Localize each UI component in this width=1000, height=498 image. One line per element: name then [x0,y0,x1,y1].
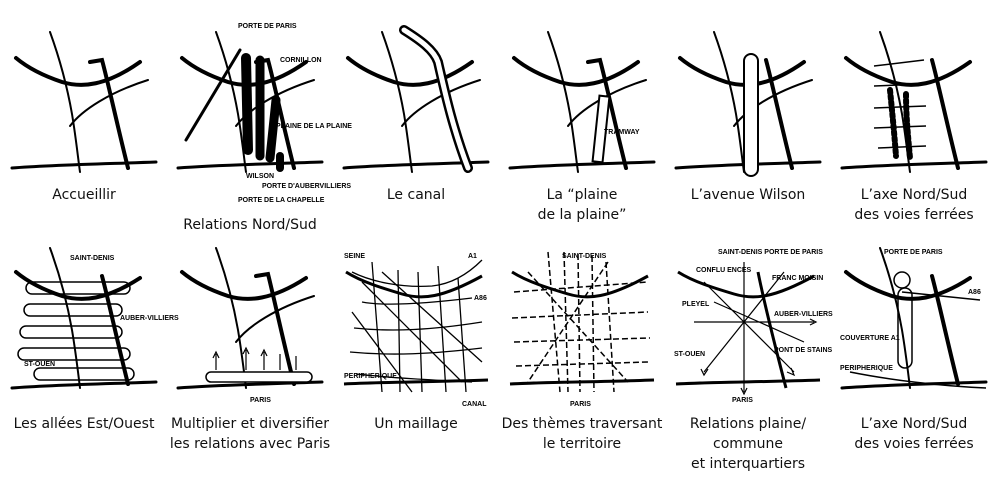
diagram-label: SAINT-DENIS [70,255,115,262]
diagram-label: PONT DE STAINS [774,347,833,354]
diagram-label: CANAL [462,401,487,408]
panel-caption: L’axe Nord/Sud des voies ferrées [854,187,974,223]
diagram-label: PORTE D'AUBERVILLIERS [262,183,351,190]
diagram-label: TRAMWAY [604,129,640,136]
diagram-label: PORTE DE LA CHAPELLE [238,197,325,204]
diagram-label: SAINT-DENIS [562,253,607,260]
diagram-maillage: SEINE A1 A86 PERIPHERIQUE CANAL [343,253,489,408]
diagram-label: PARIS [570,401,591,408]
diagram-label: ST-OUEN [24,361,55,368]
panel-caption: Relations plaine/ commune et interquarti… [689,416,807,472]
panel-caption: Relations Nord/Sud [183,217,317,233]
panel-caption: Les allées Est/Ouest [13,416,155,432]
diagram-label: SAINT-DENIS PORTE DE PARIS [718,249,823,256]
panel-caption: L’avenue Wilson [690,187,806,203]
panel-caption: Multiplier et diversifier les relations … [169,416,331,452]
diagram-avenue-wilson [674,31,822,177]
diagram-label: PORTE DE PARIS [238,23,297,30]
panel-caption: Accueillir [52,187,116,203]
diagram-themes-traversant: SAINT-DENIS PARIS [509,251,655,408]
diagram-allees-est-ouest: SAINT-DENIS AUBER-VILLIERS ST-OUEN [10,247,179,390]
diagram-label: CONFLU ENCES [696,267,752,274]
diagram-label: COUVERTURE A1 [840,335,900,342]
diagram-label: AUBER-VILLIERS [120,315,179,322]
diagram-label: PLEYEL [682,301,710,308]
diagram-label: PERIPHERIQUE [840,365,893,372]
diagram-plaine-de-la-plaine: TRAMWAY [508,31,656,173]
diagram-label: PARIS [732,397,753,404]
diagram-label: A1 [468,253,477,260]
diagram-le-canal [342,25,490,173]
diagram-relations-plaine-commune: SAINT-DENIS PORTE DE PARIS CONFLU ENCES … [674,249,833,404]
diagram-axe-nord-sud-1 [840,31,988,173]
diagram-label: ST-OUEN [674,351,705,358]
diagram-label: AUBER-VILLIERS [774,311,833,318]
diagram-label: PARIS [250,397,271,404]
panel-caption: Le canal [386,187,446,203]
diagram-relations-nord-sud: PORTE DE PARIS CORNILLON PLAINE DE LA PL… [176,23,352,204]
diagram-label: PORTE DE PARIS [884,249,943,256]
diagram-label: FRANC MOISIN [772,275,823,282]
panel-caption: La “plaine de la plaine” [537,187,627,223]
diagram-label: A86 [474,295,487,302]
diagram-label: WILSON [246,173,274,180]
diagram-axe-nord-sud-2: PORTE DE PARIS A86 COUVERTURE A1 PERIPHE… [840,247,988,390]
diagram-label: CORNILLON [280,57,322,64]
diagram-label: PERIPHERIQUE [344,373,397,380]
diagram-label: PLAINE DE LA PLAINE [276,123,352,130]
diagram-relations-avec-paris: PARIS [176,247,324,404]
diagram-label: SEINE [344,253,365,260]
panel-caption: L’axe Nord/Sud des voies ferrées [854,416,974,452]
panel-caption: Des thèmes traversant le territoire [501,416,663,452]
panel-caption: Un maillage [374,416,458,432]
diagram-accueillir [10,31,158,173]
diagram-label: A86 [968,289,981,296]
